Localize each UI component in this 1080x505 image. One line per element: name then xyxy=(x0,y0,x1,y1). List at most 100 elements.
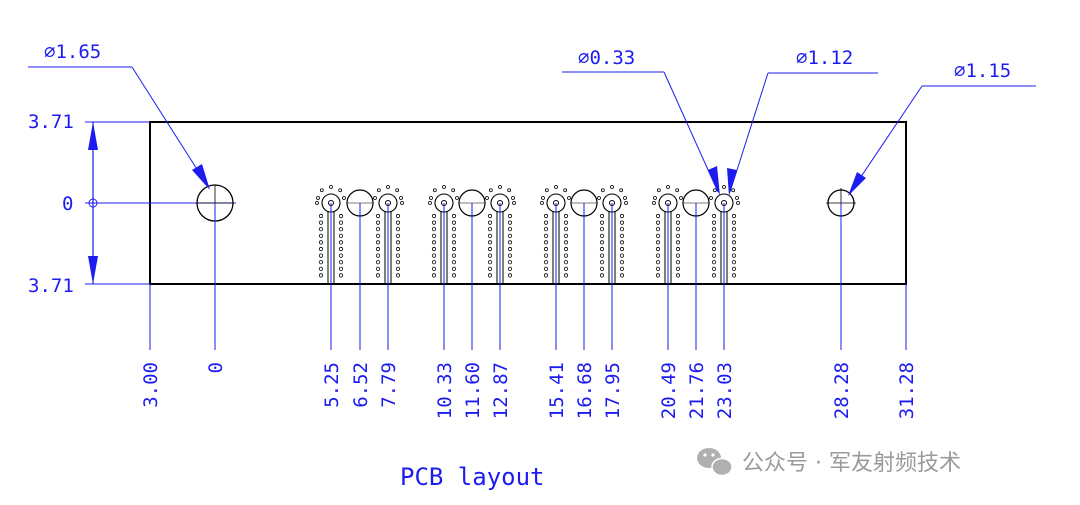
ground-via xyxy=(711,233,717,238)
ground-via xyxy=(432,188,437,193)
ground-via xyxy=(563,273,569,278)
watermark: 公众号 · 军友射频技术 xyxy=(697,448,961,477)
ground-via xyxy=(619,213,625,219)
ground-via xyxy=(711,220,717,225)
ground-via xyxy=(375,213,381,219)
ground-via xyxy=(655,253,661,258)
ground-via xyxy=(507,220,513,225)
ground-via xyxy=(318,246,324,252)
y-arrow-up xyxy=(88,122,98,150)
y-dim-bottom: 3.71 xyxy=(28,275,74,297)
ground-via xyxy=(338,213,344,219)
ground-via xyxy=(487,227,493,232)
ground-via xyxy=(563,233,569,238)
ground-via xyxy=(610,185,614,189)
ground-via xyxy=(711,246,717,252)
ground-via xyxy=(338,233,344,238)
ground-via xyxy=(711,240,717,245)
ground-via xyxy=(429,196,433,200)
arrow-0-33 xyxy=(708,166,720,196)
x-dimension-label: 7.79 xyxy=(378,362,400,408)
ground-via xyxy=(318,213,324,219)
ground-via xyxy=(507,213,513,219)
ground-via xyxy=(679,196,683,200)
leader-1-65 xyxy=(131,66,208,186)
ground-via xyxy=(487,273,493,278)
ground-via xyxy=(619,246,625,252)
ground-via xyxy=(599,227,605,232)
ground-via xyxy=(428,201,432,205)
ground-via xyxy=(597,196,601,200)
ground-via xyxy=(599,233,605,238)
ground-via xyxy=(731,213,737,219)
ground-via xyxy=(619,266,625,271)
ground-via xyxy=(386,185,390,189)
drawing-geometry xyxy=(28,66,1036,350)
ground-via xyxy=(543,260,549,265)
ground-via xyxy=(599,266,605,271)
ground-via xyxy=(543,213,549,219)
ground-via xyxy=(487,260,493,265)
ground-via xyxy=(623,196,627,200)
x-dimension-label: 20.49 xyxy=(658,362,680,419)
ground-via xyxy=(338,227,344,232)
ground-via xyxy=(487,233,493,238)
ground-via xyxy=(563,266,569,271)
ground-via xyxy=(563,213,569,219)
ground-via xyxy=(711,213,717,219)
ground-via xyxy=(655,227,661,232)
ground-via xyxy=(338,253,344,258)
ground-via xyxy=(318,227,324,232)
ground-via xyxy=(619,233,625,238)
ground-via xyxy=(619,253,625,258)
ground-via xyxy=(563,188,568,193)
ground-via xyxy=(675,220,681,225)
ground-via xyxy=(511,196,515,200)
ground-via xyxy=(624,201,628,205)
ground-via xyxy=(375,260,381,265)
ground-via xyxy=(507,233,513,238)
ground-via xyxy=(431,213,437,219)
ground-via xyxy=(373,196,377,200)
ground-via xyxy=(395,246,401,252)
arrow-1-65 xyxy=(192,164,210,190)
ground-via xyxy=(395,260,401,265)
ground-via xyxy=(543,266,549,271)
callout-dia-1-12: ∅1.12 xyxy=(796,47,853,69)
ground-via xyxy=(666,185,670,189)
x-dimension-label: 17.95 xyxy=(602,362,624,419)
ground-via xyxy=(442,185,446,189)
x-dimension-label: 12.87 xyxy=(490,362,512,419)
ground-via xyxy=(451,213,457,219)
ground-via xyxy=(375,273,381,278)
ground-via xyxy=(675,246,681,252)
x-dimension-label: 15.41 xyxy=(546,362,568,419)
ground-via xyxy=(675,188,680,193)
ground-via xyxy=(543,220,549,225)
ground-via xyxy=(731,266,737,271)
ground-via xyxy=(487,266,493,271)
ground-via xyxy=(563,260,569,265)
ground-via xyxy=(395,233,401,238)
ground-via xyxy=(712,188,717,193)
watermark-text: 公众号 · 军友射频技术 xyxy=(742,451,961,476)
arrow-1-15 xyxy=(848,172,866,196)
ground-via xyxy=(711,273,717,278)
ground-via xyxy=(731,253,737,258)
ground-via xyxy=(338,240,344,245)
ground-via xyxy=(431,227,437,232)
ground-via xyxy=(563,246,569,252)
ground-via xyxy=(543,253,549,258)
ground-via xyxy=(655,246,661,252)
ground-via xyxy=(731,220,737,225)
ground-via xyxy=(395,227,401,232)
wechat-icon xyxy=(697,448,733,477)
callout-dia-0-33: ∅0.33 xyxy=(578,47,635,69)
ground-via xyxy=(675,266,681,271)
ground-via xyxy=(507,253,513,258)
ground-via xyxy=(315,201,319,205)
ground-via xyxy=(507,240,513,245)
ground-via xyxy=(507,260,513,265)
ground-via xyxy=(543,227,549,232)
ground-via xyxy=(543,240,549,245)
